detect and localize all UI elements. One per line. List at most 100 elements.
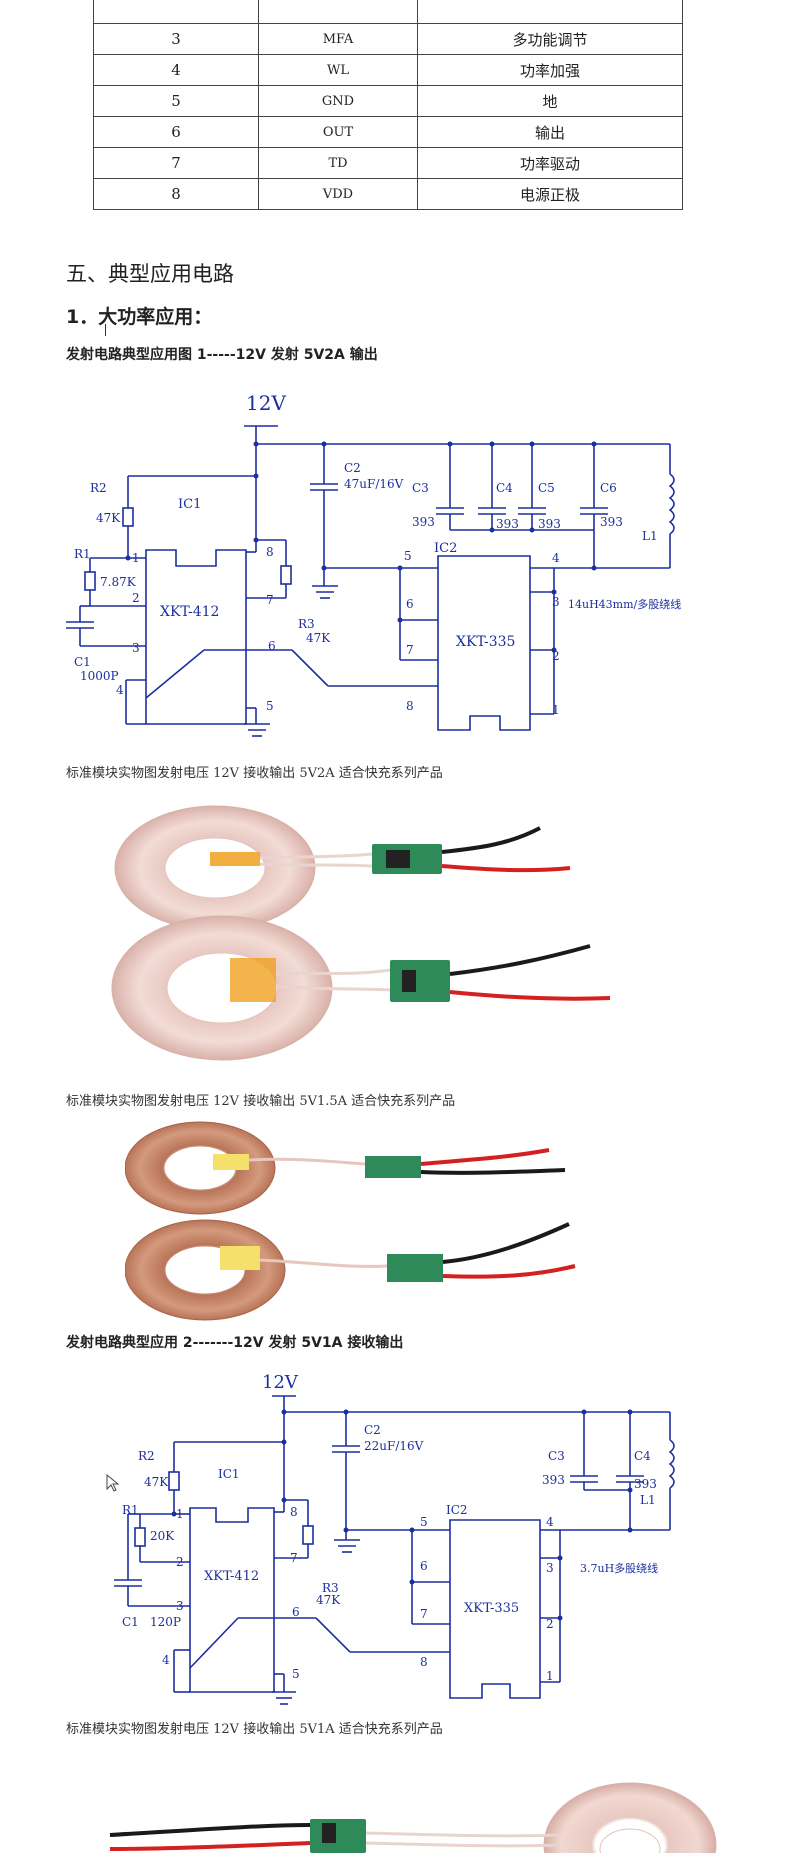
svg-text:1000P: 1000P — [80, 669, 119, 683]
tape-1 — [210, 852, 260, 866]
svg-text:20K: 20K — [150, 1529, 175, 1543]
svg-text:393: 393 — [538, 517, 561, 531]
photo1-caption: 标准模块实物图发射电压 12V 接收输出 5V2A 适合快充系列产品 — [66, 766, 443, 781]
svg-text:8: 8 — [266, 545, 274, 559]
svg-text:4: 4 — [116, 683, 124, 697]
section-subtitle: 1．大功率应用： — [66, 306, 213, 328]
tape-2 — [230, 958, 276, 1002]
section-title: 五、典型应用电路 — [66, 262, 234, 286]
svg-text:XKT-412: XKT-412 — [204, 1569, 259, 1584]
svg-text:R1: R1 — [122, 1503, 139, 1517]
svg-text:47K: 47K — [306, 631, 331, 645]
svg-text:7.87K: 7.87K — [100, 575, 137, 589]
svg-text:6: 6 — [406, 597, 414, 611]
r1-resistor — [84, 571, 96, 591]
r2-resistor — [122, 507, 134, 527]
svg-text:4: 4 — [546, 1515, 554, 1529]
svg-text:3: 3 — [176, 1599, 184, 1613]
svg-text:4: 4 — [552, 551, 560, 565]
svg-text:5: 5 — [420, 1515, 428, 1529]
svg-text:393: 393 — [600, 515, 623, 529]
svg-text:393: 393 — [496, 517, 519, 531]
svg-text:7: 7 — [406, 643, 414, 657]
tape-4 — [220, 1246, 260, 1270]
svg-text:3: 3 — [132, 641, 140, 655]
pcb-module-3 — [365, 1156, 421, 1178]
svg-text:5: 5 — [266, 699, 274, 713]
svg-text:XKT-412: XKT-412 — [160, 604, 219, 620]
svg-text:14uH43mm/多股绕线: 14uH43mm/多股绕线 — [568, 597, 681, 611]
svg-text:7: 7 — [420, 1607, 428, 1621]
svg-text:C4: C4 — [634, 1449, 651, 1463]
circuit2-schematic: 12V IC1 XKT-412 IC2 XKT-335 R2 47K R1 20… — [114, 1372, 675, 1705]
circuit1-caption: 发射电路典型应用图 1-----12V 发射 5V2A 输出 — [66, 347, 378, 363]
svg-text:C3: C3 — [548, 1449, 565, 1463]
tape-3 — [213, 1154, 249, 1170]
svg-text:2: 2 — [176, 1555, 184, 1569]
svg-text:1: 1 — [176, 1507, 184, 1521]
table-row — [93, 0, 683, 24]
svg-text:3.7uH多股绕线: 3.7uH多股绕线 — [580, 1561, 658, 1575]
svg-text:5: 5 — [292, 1667, 300, 1681]
svg-text:8: 8 — [420, 1655, 428, 1669]
svg-text:8: 8 — [406, 699, 414, 713]
photo2-caption: 标准模块实物图发射电压 12V 接收输出 5V1.5A 适合快充系列产品 — [66, 1094, 456, 1109]
svg-text:C2: C2 — [344, 461, 361, 475]
svg-text:R3: R3 — [322, 1581, 339, 1595]
svg-text:5: 5 — [404, 549, 412, 563]
svg-text:47K: 47K — [96, 511, 121, 525]
svg-text:2: 2 — [552, 649, 560, 663]
svg-text:R2: R2 — [90, 481, 107, 495]
svg-text:2: 2 — [546, 1617, 554, 1631]
ic2-body — [437, 555, 531, 731]
svg-text:6: 6 — [420, 1559, 428, 1573]
svg-text:12V: 12V — [262, 1372, 299, 1393]
svg-text:6: 6 — [292, 1605, 300, 1619]
svg-text:3: 3 — [546, 1561, 554, 1575]
svg-text:1: 1 — [546, 1669, 554, 1683]
svg-text:8: 8 — [290, 1505, 298, 1519]
svg-text:R3: R3 — [298, 617, 315, 631]
ic1-body — [145, 549, 247, 725]
svg-text:393: 393 — [634, 1477, 657, 1491]
circuit1-schematic: 12V IC1 XKT-412 IC2 XKT-335 R2 47K R1 7.… — [66, 391, 681, 737]
svg-text:6: 6 — [268, 639, 276, 653]
module-photo-3 — [109, 1782, 717, 1853]
svg-text:R1: R1 — [74, 547, 91, 561]
svg-text:IC2: IC2 — [434, 541, 457, 556]
ic2-body — [449, 1519, 541, 1699]
svg-text:22uF/16V: 22uF/16V — [364, 1439, 424, 1453]
pcb-module-2 — [390, 960, 450, 1002]
svg-text:IC2: IC2 — [446, 1503, 468, 1517]
svg-text:C2: C2 — [364, 1423, 381, 1437]
pcb-module-4 — [387, 1254, 443, 1282]
r3-resistor — [302, 1525, 314, 1545]
svg-text:XKT-335: XKT-335 — [464, 1601, 519, 1616]
circuit2-caption: 发射电路典型应用 2-------12V 发射 5V1A 接收输出 — [66, 1335, 404, 1351]
r1-resistor — [134, 1527, 146, 1547]
svg-text:47K: 47K — [316, 1593, 341, 1607]
module-photo-2 — [125, 1121, 576, 1321]
module-photo-1 — [111, 805, 611, 1061]
svg-text:120P: 120P — [150, 1615, 181, 1629]
svg-text:C1: C1 — [74, 655, 91, 669]
svg-text:C4: C4 — [496, 481, 513, 495]
r2-resistor — [168, 1471, 180, 1491]
svg-text:2: 2 — [132, 591, 140, 605]
svg-text:393: 393 — [542, 1473, 565, 1487]
photo3-caption: 标准模块实物图发射电压 12V 接收输出 5V1A 适合快充系列产品 — [66, 1722, 443, 1737]
svg-text:C3: C3 — [412, 481, 429, 495]
svg-text:3: 3 — [552, 595, 560, 609]
svg-text:1: 1 — [132, 551, 140, 565]
ic1-body — [189, 1507, 275, 1693]
svg-text:C6: C6 — [600, 481, 617, 495]
svg-text:C1: C1 — [122, 1615, 139, 1629]
svg-text:393: 393 — [412, 515, 435, 529]
l1-coil — [668, 1439, 675, 1489]
svg-text:47K: 47K — [144, 1475, 169, 1489]
